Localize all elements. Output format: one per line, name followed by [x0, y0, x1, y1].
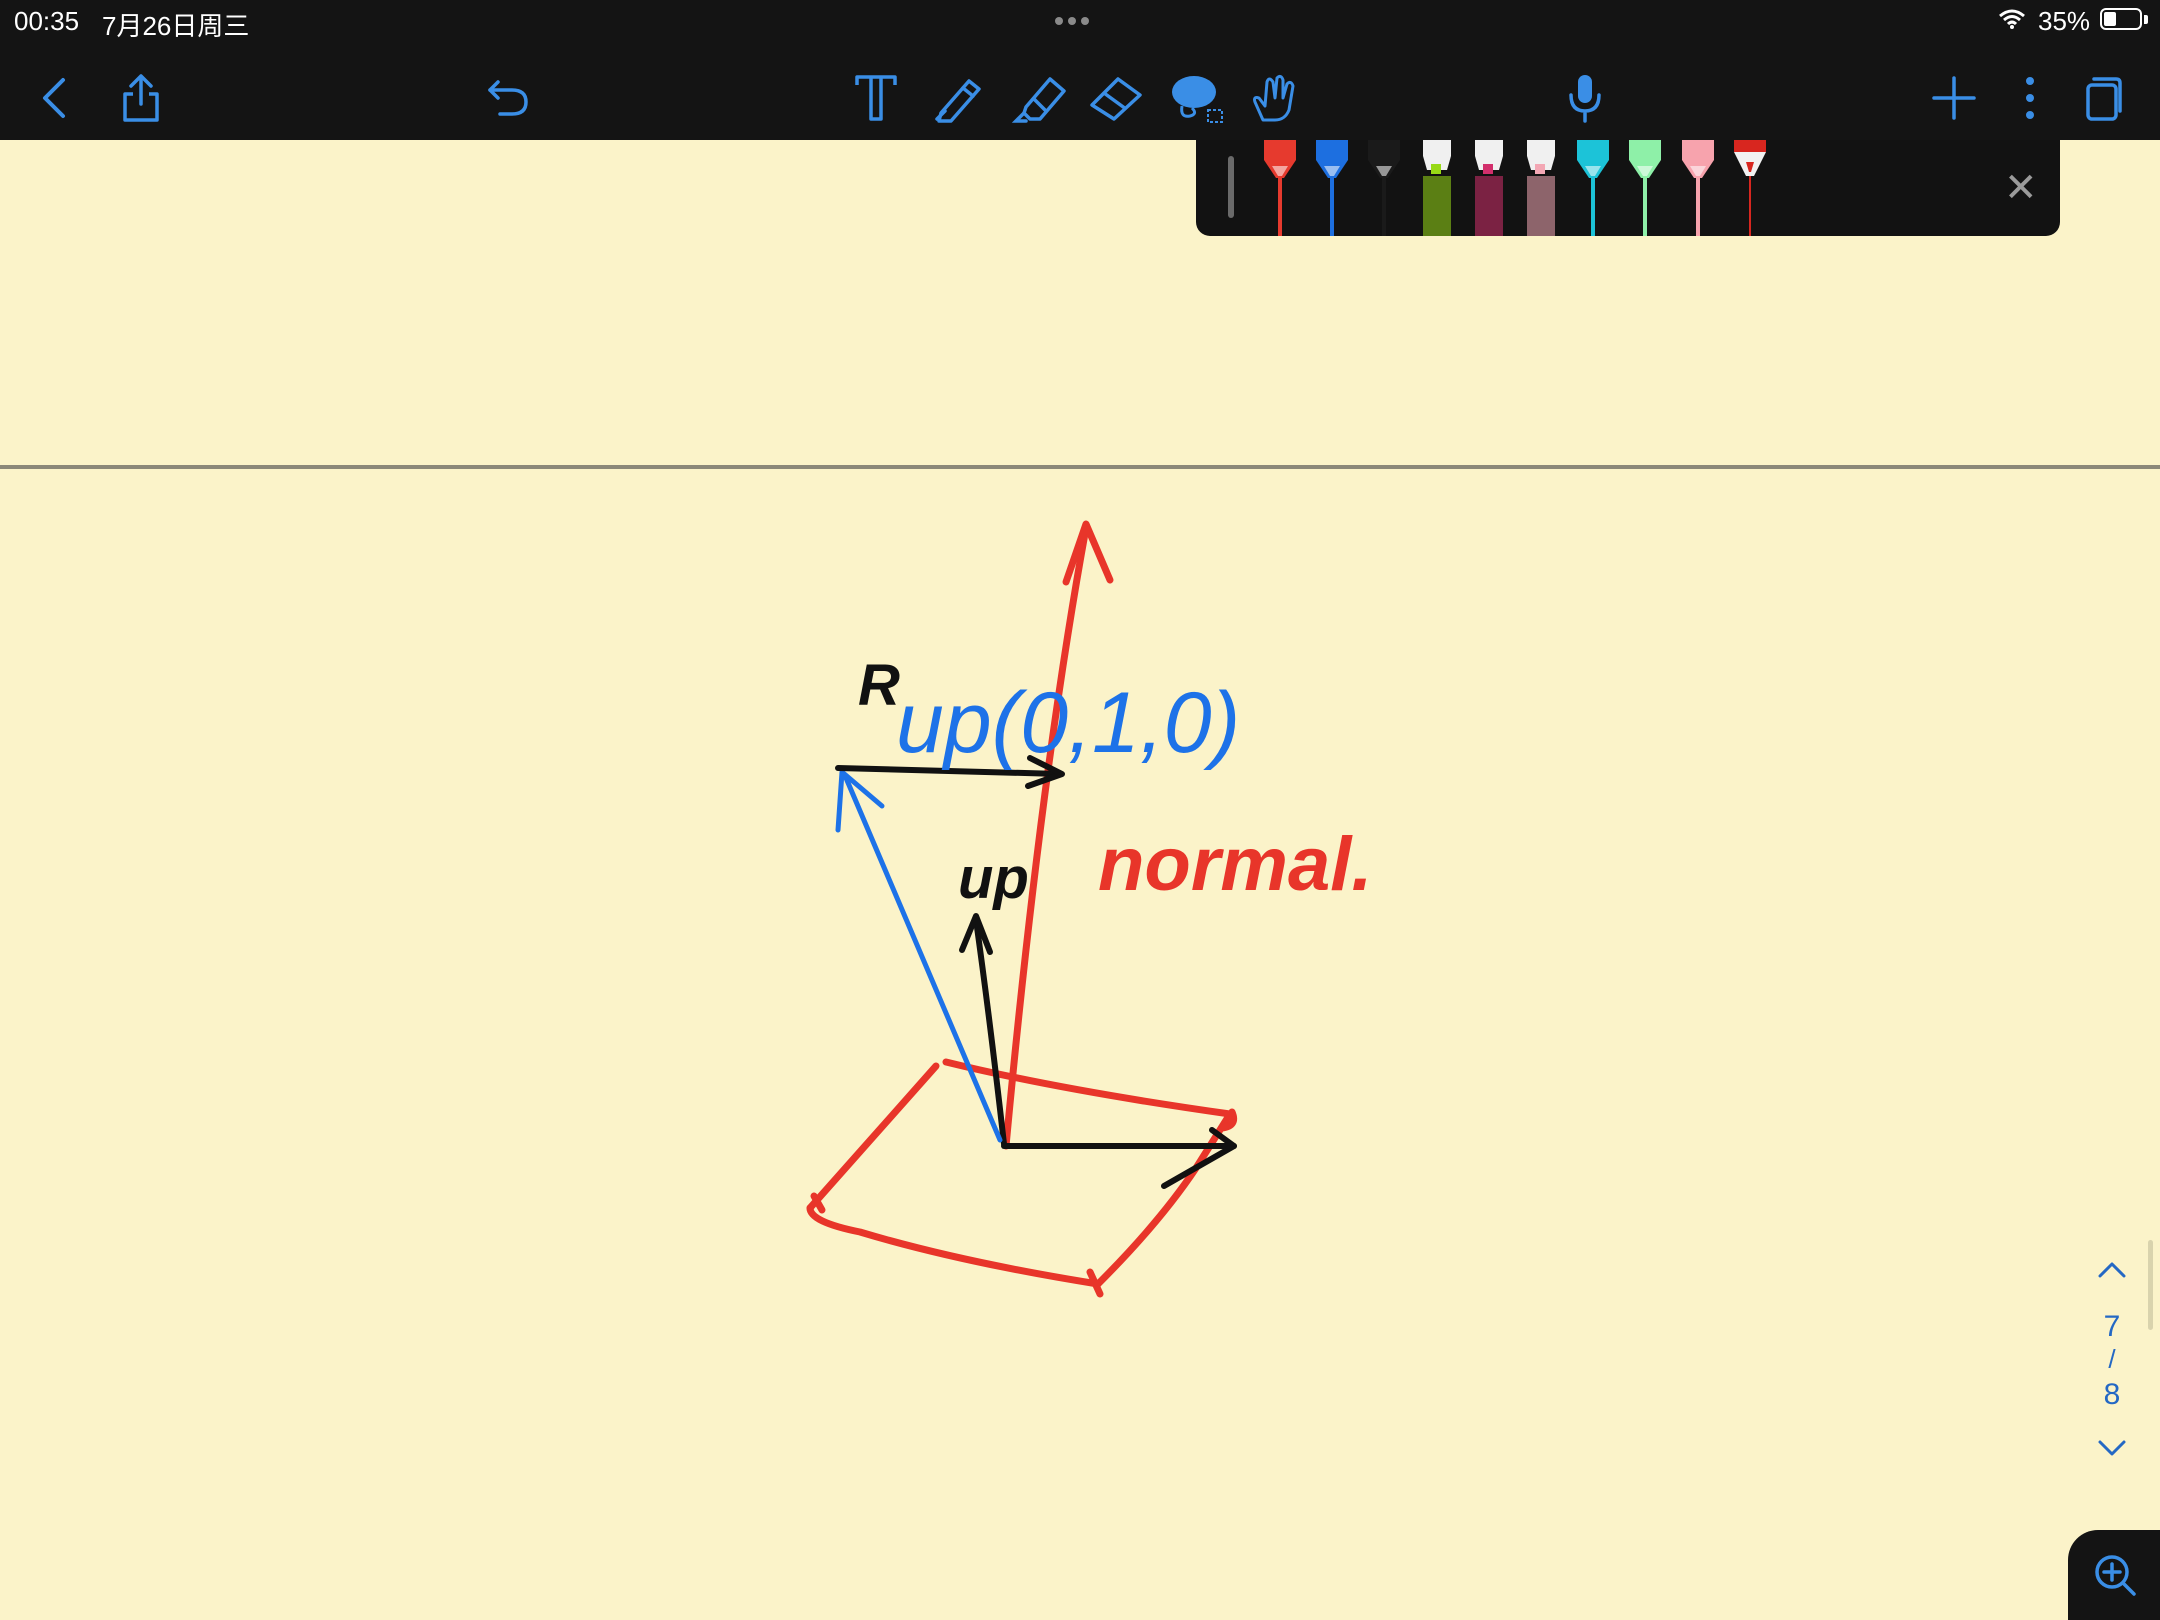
lime-highlighter-swatch[interactable]	[1411, 140, 1463, 236]
red-fine-pen-swatch[interactable]	[1724, 140, 1776, 236]
hand-tool-icon[interactable]	[1244, 68, 1304, 128]
eraser-tool-icon[interactable]	[1086, 68, 1146, 128]
pink-highlighter-swatch[interactable]	[1515, 140, 1567, 236]
normal-label: normal.	[1098, 822, 1373, 907]
more-icon[interactable]	[2000, 68, 2060, 128]
zoom-in-icon	[2095, 1555, 2136, 1596]
header-rule	[0, 465, 2160, 469]
pen-palette: ✕	[1196, 140, 2060, 236]
r-vector-arrow	[835, 755, 1065, 789]
up-label: up	[958, 846, 1029, 911]
pen-tool-icon[interactable]	[930, 68, 990, 128]
up-vector-label: up(0,1,0)	[896, 675, 1240, 771]
note-page[interactable]	[0, 140, 2160, 1620]
red-plane-sketch	[806, 1058, 1238, 1298]
scrollbar-thumb[interactable]	[2148, 1240, 2153, 1330]
text-tool-icon[interactable]	[846, 68, 906, 128]
page-down-chevron-icon[interactable]	[2092, 1434, 2132, 1464]
undo-icon[interactable]	[478, 68, 538, 128]
lasso-tool-icon[interactable]	[1168, 68, 1228, 128]
r-label: R	[858, 653, 900, 718]
total-page-number: 8	[2103, 1378, 2121, 1411]
palette-close-button[interactable]: ✕	[2004, 166, 2038, 210]
battery-icon	[2100, 8, 2142, 30]
highlighter-tool-icon[interactable]	[1010, 68, 1070, 128]
battery-percent: 35%	[2038, 6, 2091, 36]
black-pen-swatch[interactable]	[1358, 140, 1410, 236]
pink-pen-swatch[interactable]	[1672, 140, 1724, 236]
status-time: 00:35	[14, 6, 80, 36]
pages-icon[interactable]	[2074, 68, 2134, 128]
blue-vector-arrow	[835, 769, 1003, 1143]
cyan-pen-swatch[interactable]	[1567, 140, 1619, 236]
palette-drag-handle[interactable]	[1228, 156, 1234, 218]
magenta-highlighter-swatch[interactable]	[1463, 140, 1515, 236]
up-vector-arrow	[959, 913, 1007, 1147]
share-icon[interactable]	[111, 68, 171, 128]
normal-vector-arrow	[1002, 520, 1114, 1150]
page-separator: /	[2108, 1344, 2116, 1374]
wifi-icon	[1999, 9, 2025, 29]
multitasking-dots-icon[interactable]	[1055, 12, 1094, 30]
blue-pen-swatch[interactable]	[1306, 140, 1358, 236]
mint-pen-swatch[interactable]	[1619, 140, 1671, 236]
microphone-icon[interactable]	[1555, 68, 1615, 128]
status-date: 7月26日周三	[102, 11, 250, 41]
current-page-number: 7	[2103, 1310, 2121, 1343]
battery-tip	[2144, 15, 2148, 24]
add-icon[interactable]	[1924, 68, 1984, 128]
top-toolbar: 00:35 7月26日周三 35%	[0, 0, 2160, 140]
red-pen-swatch[interactable]	[1254, 140, 1306, 236]
page-up-chevron-icon[interactable]	[2092, 1254, 2132, 1284]
back-chevron-icon[interactable]	[24, 68, 84, 128]
zoom-button[interactable]	[2068, 1530, 2160, 1620]
base-right-arrow	[1001, 1127, 1237, 1189]
